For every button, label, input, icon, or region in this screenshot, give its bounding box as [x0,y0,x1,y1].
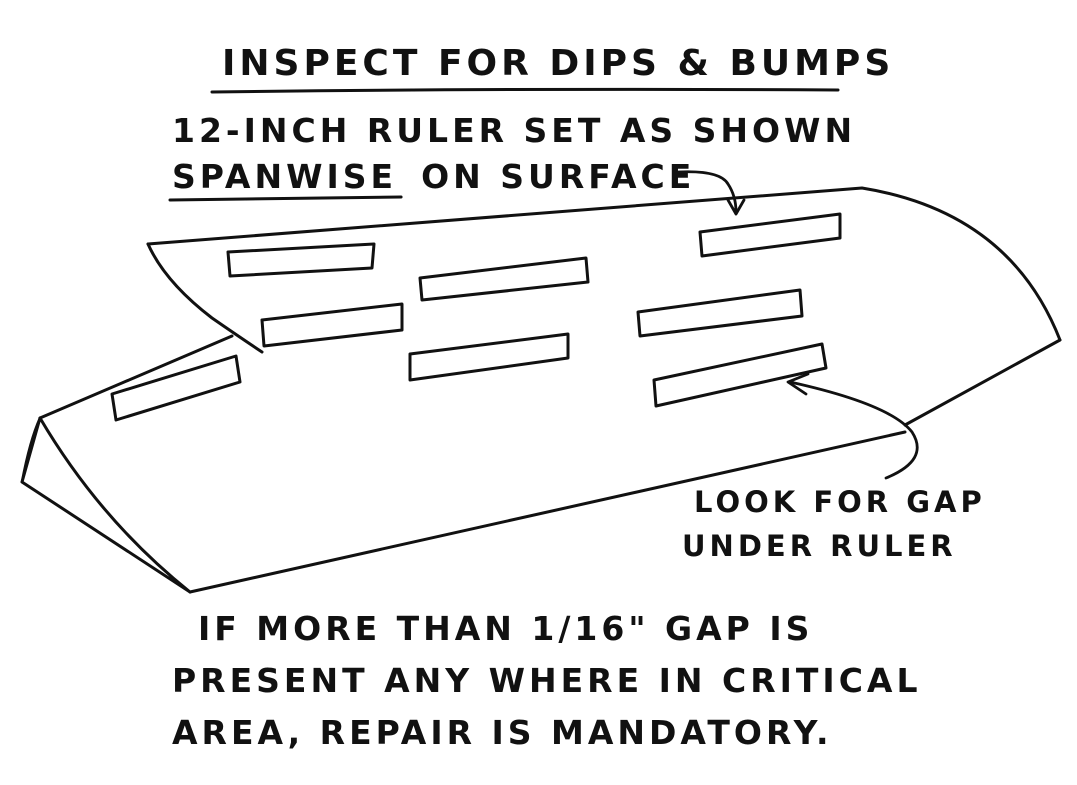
note-line-2: PRESENT ANY WHERE IN CRITICAL [172,661,921,700]
ruler-8 [654,344,826,406]
gap-callout-line-1: LOOK FOR GAP [694,485,986,519]
note-line-3: AREA, REPAIR IS MANDATORY. [172,713,833,752]
note-line-1: IF MORE THAN 1/16" GAP IS [198,609,813,648]
instruction-line-1: 12-INCH RULER SET AS SHOWN [172,111,856,150]
ruler-2 [420,258,588,300]
ruler-1 [228,244,374,276]
ruler-3 [700,214,840,256]
ruler-5 [410,334,568,380]
instruction-spanwise: SPANWISE [172,157,397,196]
ruler-4 [262,304,402,346]
rulers [112,214,840,420]
title-underline [212,89,838,92]
gap-callout-line-2: UNDER RULER [682,529,957,563]
ruler-7 [112,356,240,420]
gap-leader-line [790,382,917,478]
spanwise-underline [170,197,401,200]
diagram-title: INSPECT FOR DIPS & BUMPS [222,43,894,84]
ruler-6 [638,290,802,336]
instruction-line-2-rest: ON SURFACE [421,157,695,196]
